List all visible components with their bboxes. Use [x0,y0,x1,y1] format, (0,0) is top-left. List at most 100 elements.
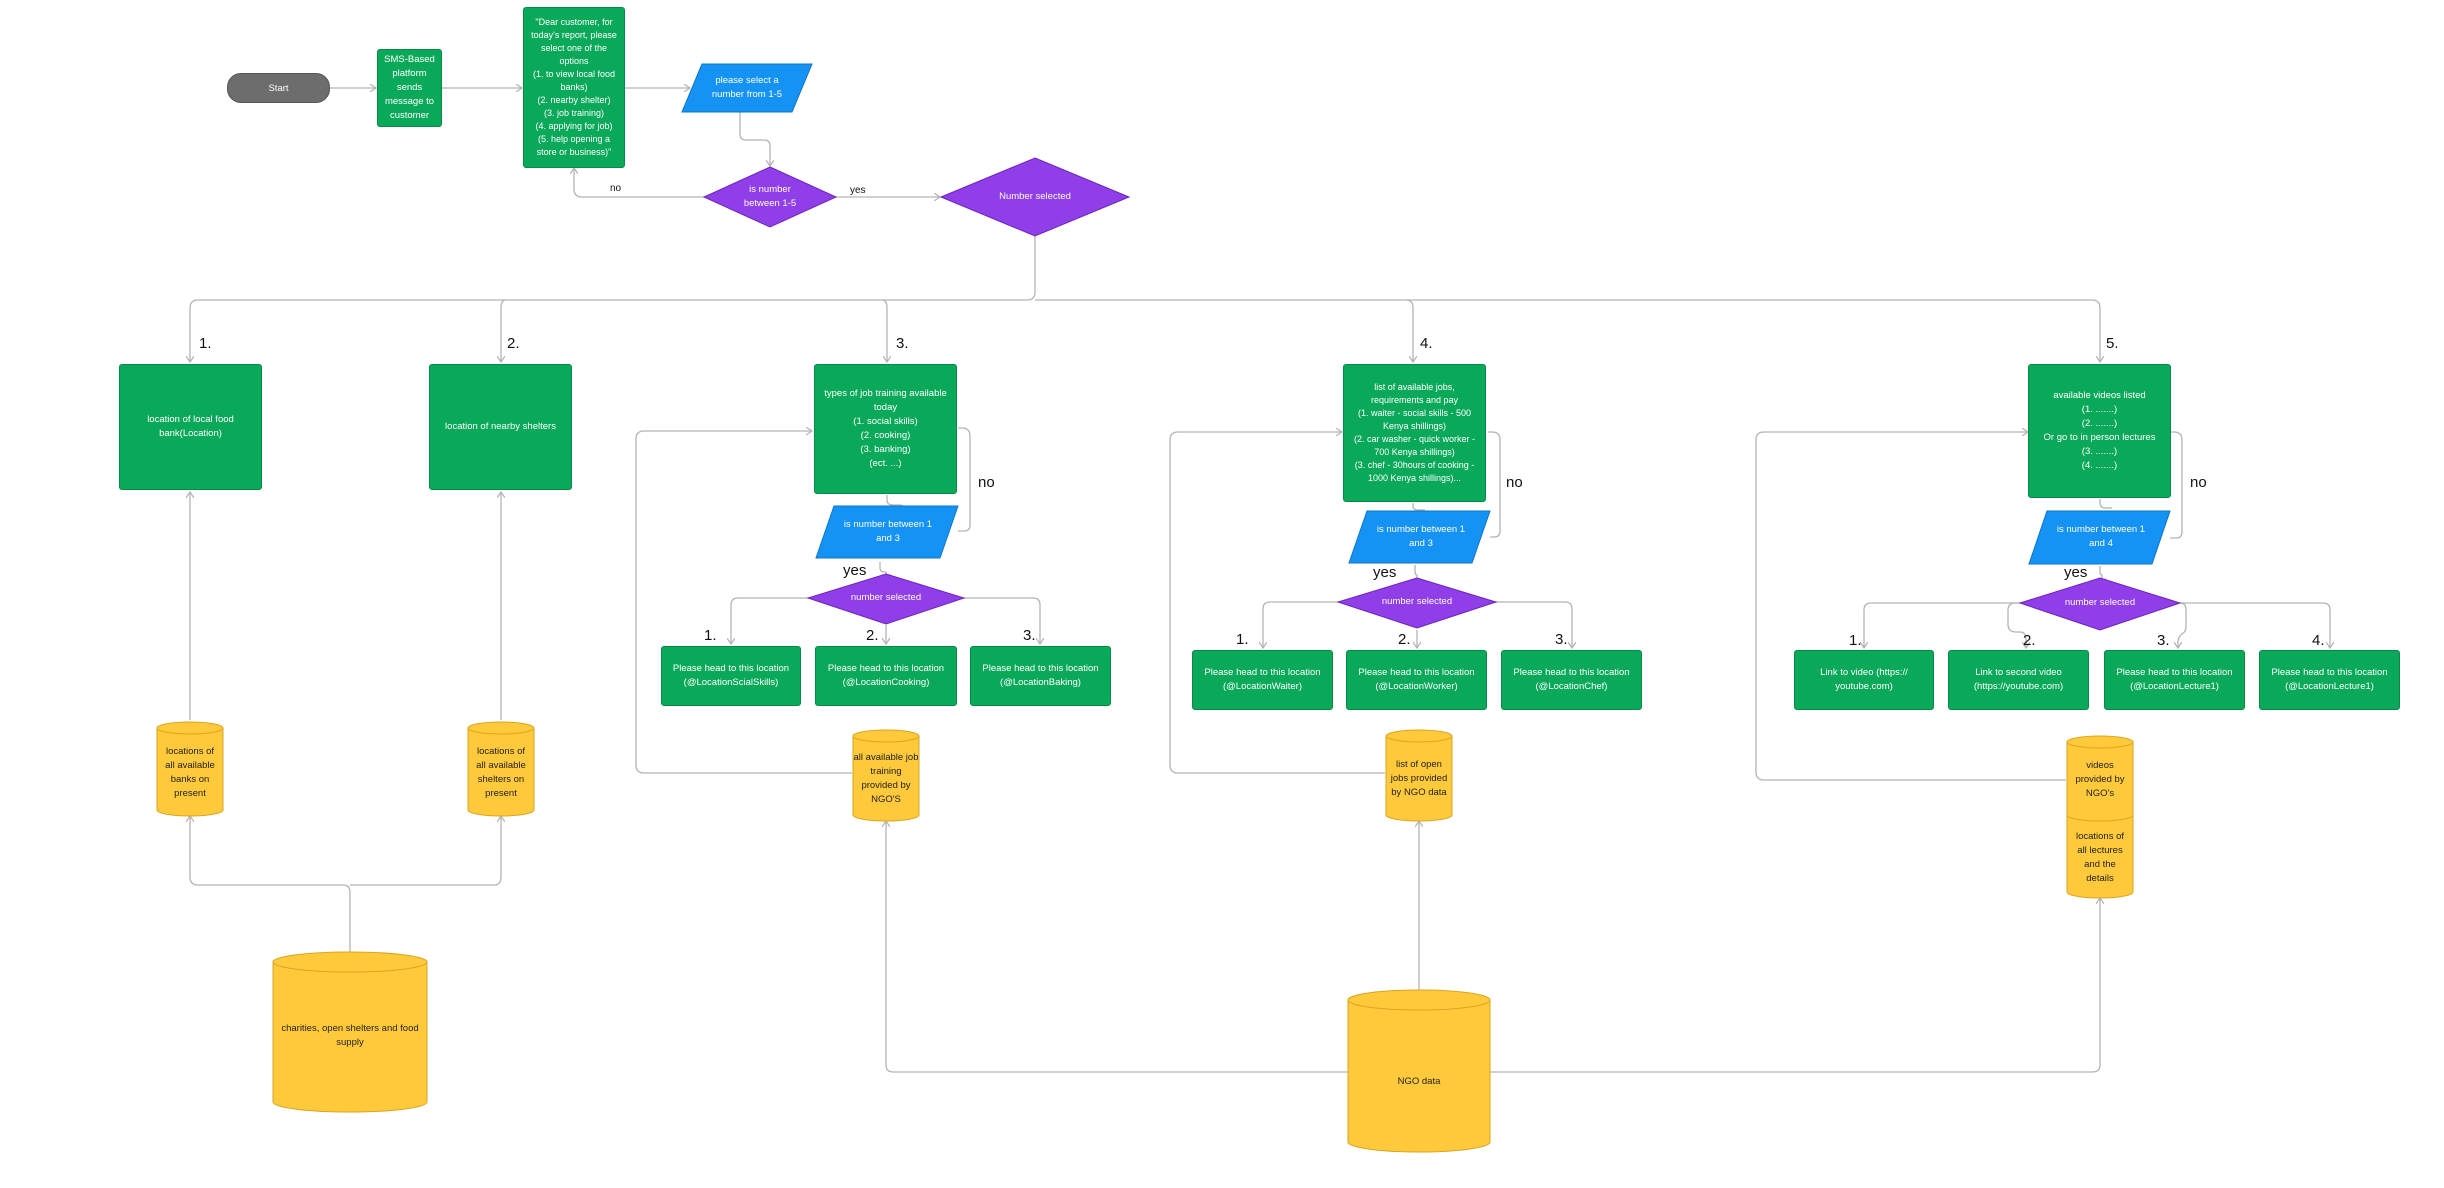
edge-io-numsel-4 [1415,565,1417,585]
datastore-training[interactable] [852,729,920,822]
edge-io-no-3 [958,427,971,532]
process-loc-lecture-a[interactable]: Please head to this location (@LocationL… [2104,650,2245,710]
edge-db-training-loop [635,431,852,774]
edge-sel5-4 [2180,602,2330,648]
edge-label-no-4: no [1506,474,1523,491]
datastore-charities[interactable] [272,951,428,1113]
io-number-1-4[interactable] [2028,510,2171,565]
edge-label-branch-2: 2. [507,335,520,352]
decision-number-selected-4[interactable] [1336,577,1498,629]
edge-sel3-1 [731,597,810,644]
edge-videos-iodecision [2099,499,2112,509]
datastore-shelters[interactable] [467,721,535,817]
edge-main-bus [190,236,1036,362]
edge-io-numsel-5 [2100,566,2102,584]
io-select-number[interactable] [681,63,813,113]
edge-label-yes-5: yes [2064,564,2088,581]
datastore-shelters-label: locations of all available shelters on p… [476,746,526,799]
datastore-banks-label: locations of all available banks on pres… [165,746,215,799]
process-loc-waiter[interactable]: Please head to this location (@LocationW… [1192,650,1333,710]
io-number-1-3-b[interactable] [1348,510,1491,564]
process-loc-cooking[interactable]: Please head to this location (@LocationC… [815,646,957,706]
edge-select-decision [739,112,770,166]
process-dear-customer[interactable]: "Dear customer, for today's report, plea… [523,7,625,168]
datastore-ngo-label: NGO data [1397,1076,1441,1087]
datastore-banks[interactable] [156,721,224,817]
io-number-1-4-label: is number between 1 and 4 [2056,524,2146,549]
edge-sel5-1 [1864,602,2020,648]
edge-label-sel4-1: 1. [1236,631,1249,648]
edge-branch-3 [881,299,887,362]
process-loc-lecture-b[interactable]: Please head to this location (@LocationL… [2259,650,2400,710]
process-loc-social[interactable]: Please head to this location (@LocationS… [661,646,801,706]
edge-label-sel5-2: 2. [2023,632,2036,649]
process-link-video[interactable]: Link to video (https:// youtube.com) [1794,650,1934,710]
io-select-number-label: please select a number from 1-5 [711,75,783,100]
process-loc-worker[interactable]: Please head to this location (@LocationW… [1346,650,1487,710]
io-number-1-3-b-label: is number between 1 and 3 [1376,524,1466,549]
edge-sel4-1 [1263,601,1340,648]
process-sms-platform[interactable]: SMS-Based platform sends message to cust… [377,49,442,127]
process-loc-chef[interactable]: Please head to this location (@LocationC… [1501,650,1642,710]
edge-jobs-iodecision [1412,503,1425,511]
edge-branch-4 [1405,299,1413,362]
process-jobs-list[interactable]: list of available jobs, requirements and… [1343,364,1486,502]
decision-number-1-5[interactable] [702,166,838,228]
decision-number-selected-4-label: number selected [1381,596,1453,607]
datastore-jobs-label: list of open jobs provided by NGO data [1390,759,1448,798]
edge-ngo-training [886,821,1348,1073]
datastore-charities-label: charities, open shelters and food supply [281,1023,419,1048]
edge-branch-2 [501,299,507,362]
edge-label-sel4-3: 3. [1555,631,1568,648]
edge-label-sel5-1: 1. [1849,632,1862,649]
edge-label-no-3: no [978,474,995,491]
datastore-lectures-label: locations of all lectures and the detail… [2075,831,2125,884]
edge-db-videos-loop [1755,432,2066,781]
process-loc-baking[interactable]: Please head to this location (@LocationB… [970,646,1111,706]
decision-number-selected-5[interactable] [2018,577,2182,631]
io-number-1-3-a-label: is number between 1 and 3 [843,519,933,544]
edge-label-branch-1: 1. [199,335,212,352]
edge-label-sel3-3: 3. [1023,627,1036,644]
start-terminal[interactable]: Start [227,73,330,103]
edge-label-yes-4: yes [1373,564,1397,581]
datastore-videos-label: videos provided by NGO's [2075,760,2125,799]
edge-io-numsel-3 [879,562,886,580]
decision-number-selected-main-label: Number selected [999,191,1071,202]
process-job-training[interactable]: types of job training available today (1… [814,364,957,494]
edge-label-sel5-3: 3. [2157,632,2170,649]
decision-number-1-5-label: is number between 1-5 [743,184,797,209]
decision-number-selected-3[interactable] [806,573,966,625]
edge-decision-no [574,168,705,198]
edge-label-sel5-4: 4. [2312,632,2325,649]
edge-label-branch-5: 5. [2106,335,2119,352]
edge-sel4-3 [1494,601,1572,648]
datastore-jobs[interactable] [1385,729,1453,822]
edge-label-branch-3: 3. [896,335,909,352]
decision-number-selected-3-label: number selected [850,592,922,603]
edge-label-yes-3: yes [843,562,867,579]
edge-db-jobs-loop [1169,432,1385,774]
edge-label-no-5: no [2190,474,2207,491]
edge-label-sel3-1: 1. [704,627,717,644]
process-food-bank[interactable]: location of local food bank(Location) [119,364,262,490]
decision-number-selected-main[interactable] [939,157,1131,237]
edge-ngo-lectures [1490,898,2100,1073]
decision-number-selected-5-label: number selected [2064,597,2136,608]
datastore-ngo[interactable] [1347,989,1491,1153]
edge-sel5-2 [2007,602,2026,648]
edge-sel5-3 [2178,602,2187,648]
edge-io-no-4 [1488,431,1501,538]
edge-label-sel4-2: 2. [1398,631,1411,648]
process-link-second-video[interactable]: Link to second video (https://youtube.co… [1948,650,2089,710]
edge-branch-4-5 [1035,299,2100,362]
process-videos-list[interactable]: available videos listed (1. .......) (2.… [2028,364,2171,498]
edge-label-no-main: no [610,183,622,194]
io-number-1-3-a[interactable] [815,505,959,559]
edge-charities-split [190,816,351,955]
process-shelters[interactable]: location of nearby shelters [429,364,572,490]
datastore-lectures[interactable] [2066,814,2134,899]
